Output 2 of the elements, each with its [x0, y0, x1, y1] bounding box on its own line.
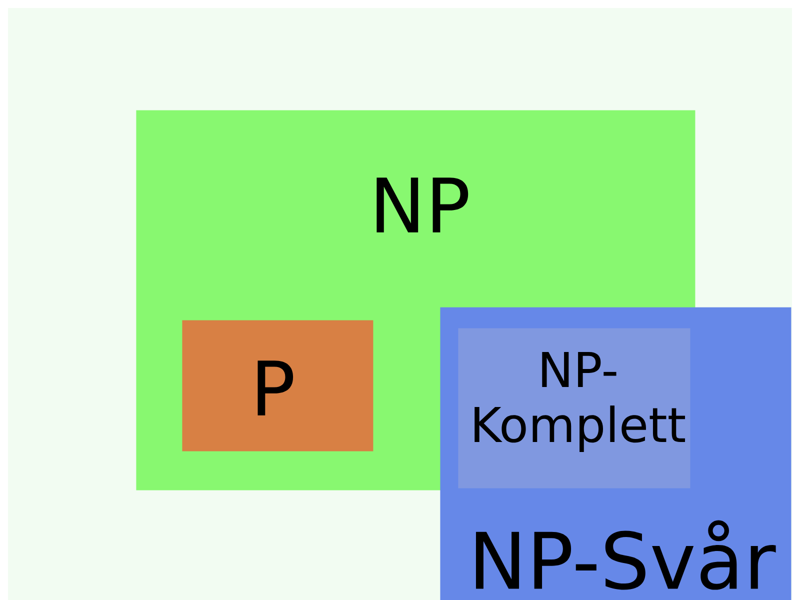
set-box: NP-Komplett: [458, 328, 690, 488]
set-box: P: [182, 320, 374, 452]
